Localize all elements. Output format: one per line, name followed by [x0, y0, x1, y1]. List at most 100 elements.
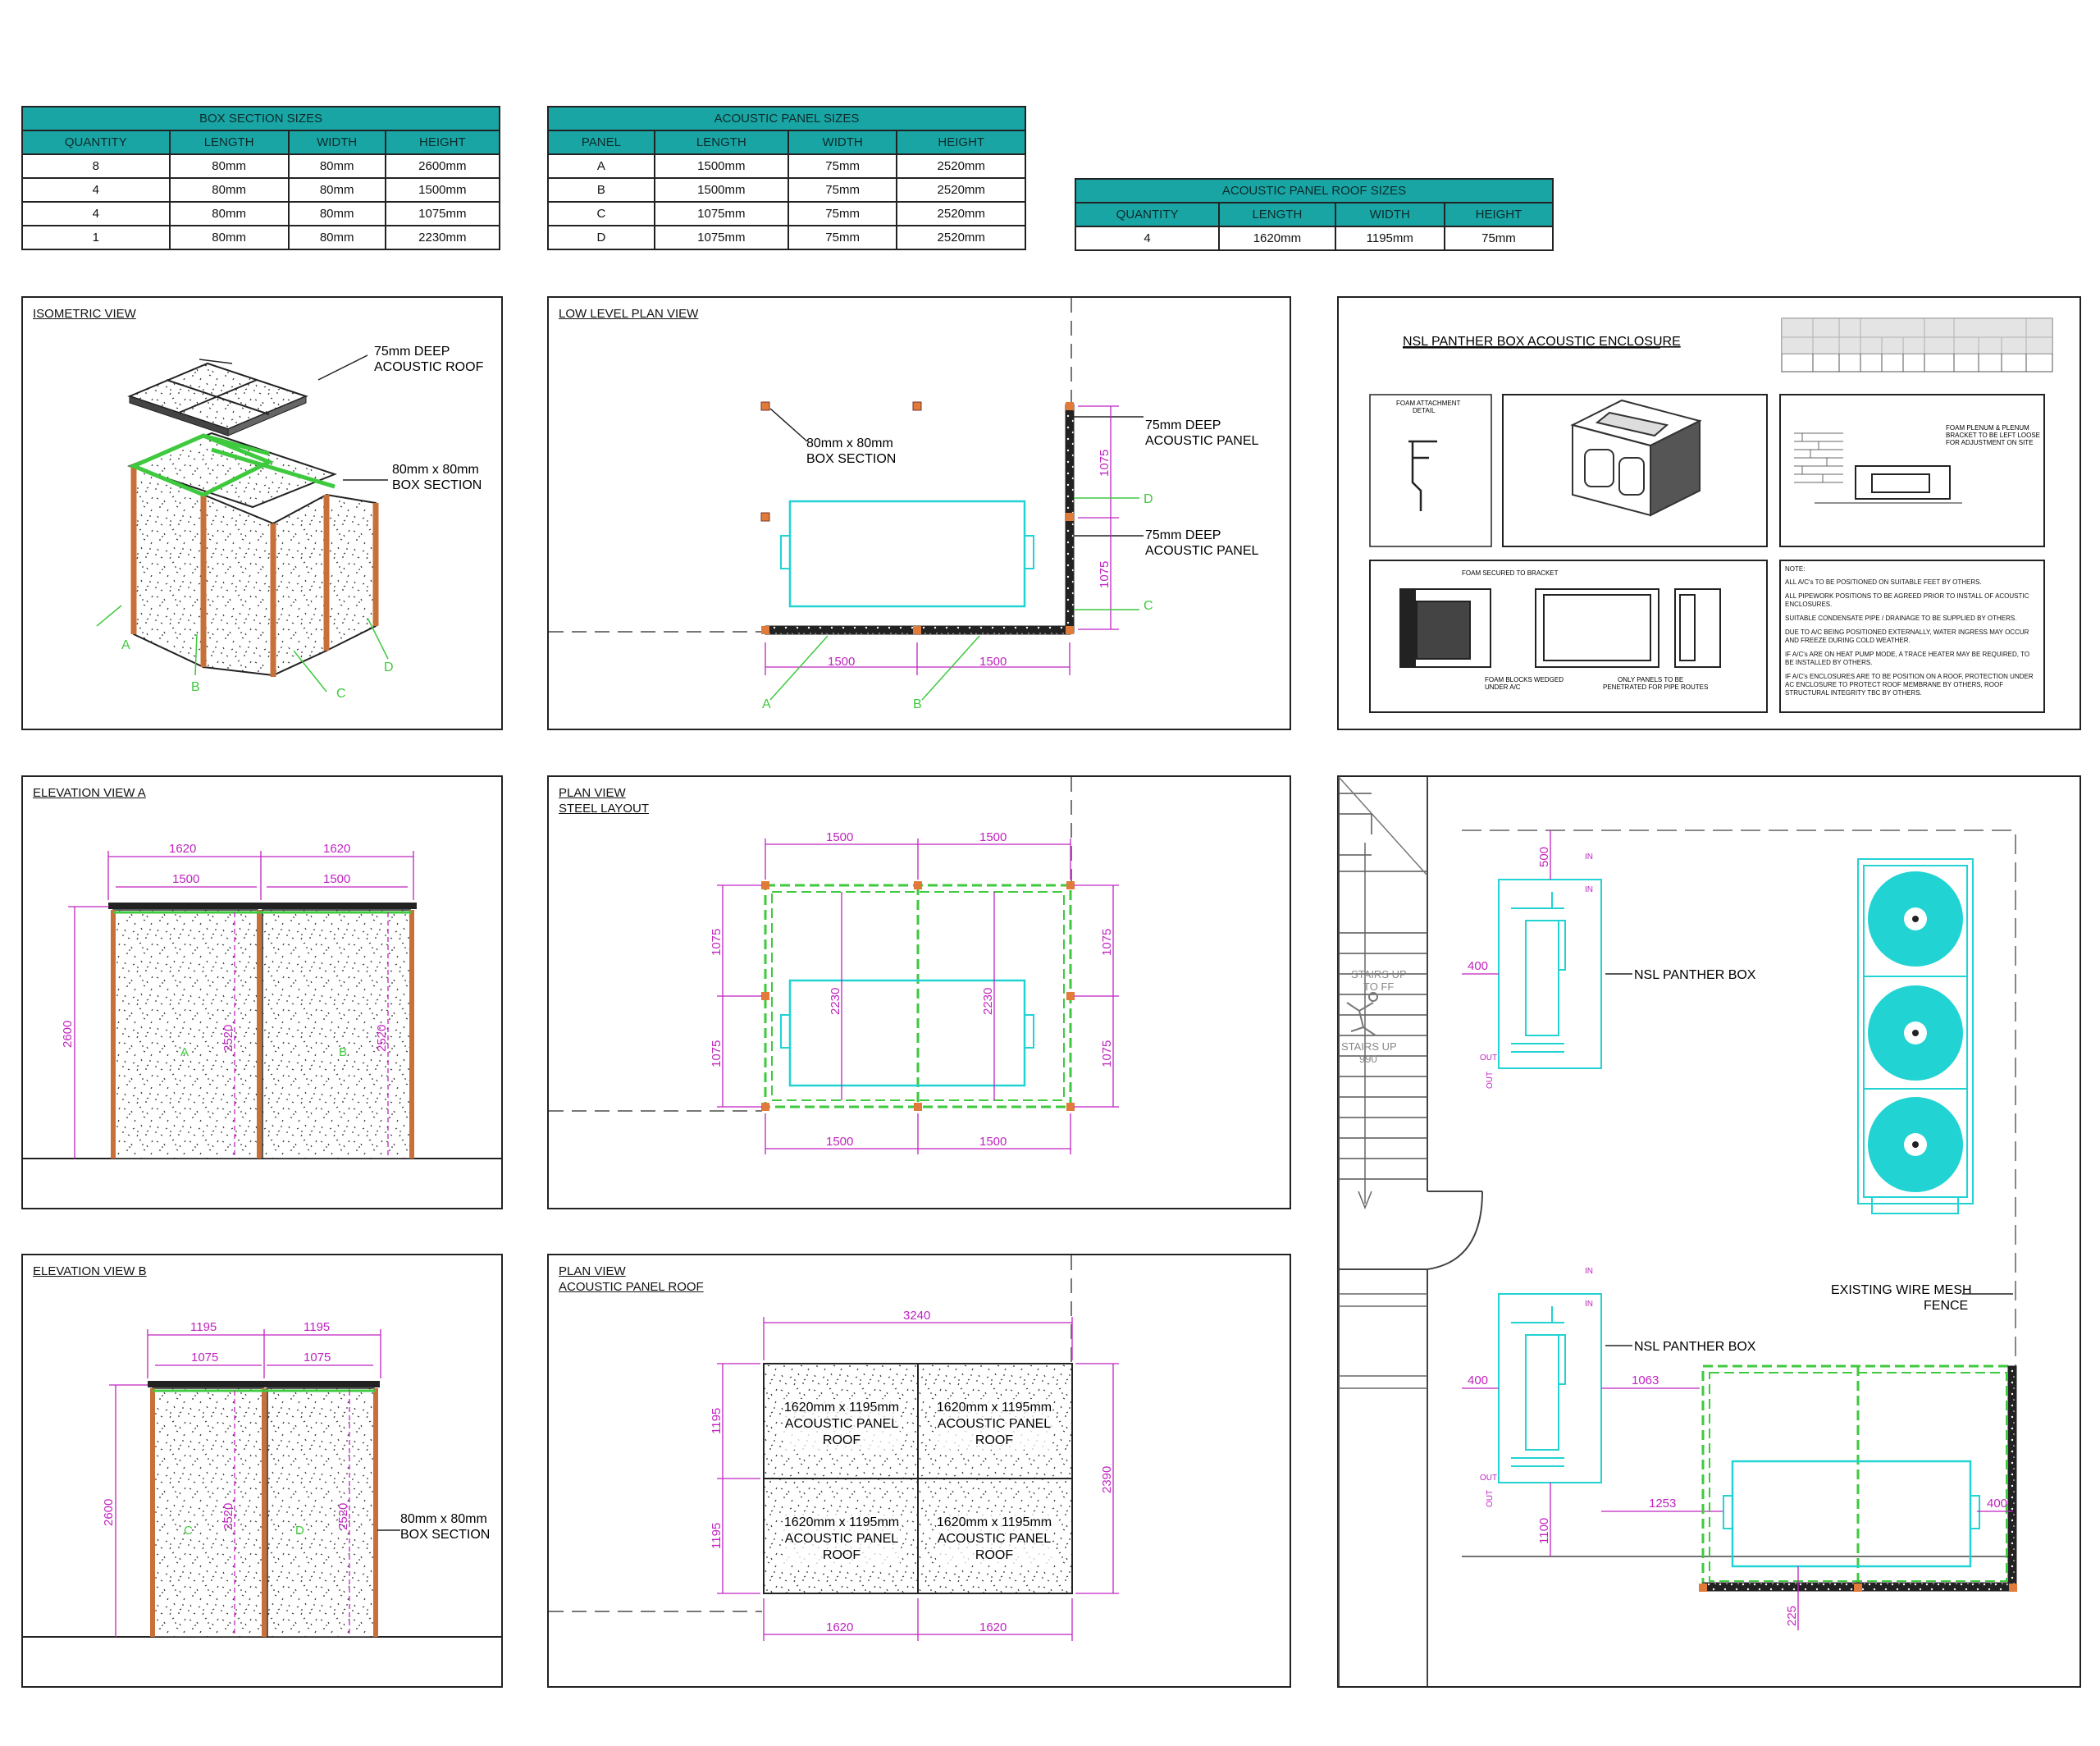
box-label-line1: 80mm x 80mm: [806, 436, 893, 450]
dim-label: 1075: [710, 929, 724, 956]
elevation-b-drawing: 1195 1195 1075 1075 2600 2520 2520 C D 8…: [23, 1320, 501, 1638]
in-label: IN: [1585, 885, 1593, 894]
table-title: ACOUSTIC PANEL ROOF SIZES: [1075, 178, 1554, 203]
enclosure-render-box: [1502, 394, 1768, 547]
roof-panel-label: 1620mm x 1195mm: [784, 1401, 899, 1415]
panel-label-line1: 75mm DEEP: [1145, 418, 1221, 432]
dim-label: 1500: [826, 1135, 853, 1149]
box-section-post: [912, 401, 922, 411]
roof-panel-label: ACOUSTIC PANEL: [785, 1417, 899, 1431]
dim-label: 2520: [221, 1025, 235, 1052]
dim-label: 500: [1537, 847, 1551, 867]
panel-title-line2: ACOUSTIC PANEL ROOF: [559, 1280, 704, 1294]
dim-label: 1075: [1100, 929, 1114, 956]
note-line: IF A/C's ENCLOSURES ARE TO BE POSITION O…: [1785, 673, 2034, 697]
dim-label: 1063: [1632, 1373, 1659, 1387]
table-header: QUANTITY LENGTH WIDTH HEIGHT: [21, 130, 501, 155]
site-plan-drawing: STAIRS UP TO FF STAIRS UP 990 NSL P: [1338, 776, 2017, 1686]
dim-label: 1500: [826, 830, 853, 844]
panel-b-face: [203, 493, 274, 677]
low-level-plan-panel: LOW LEVEL PLAN VIEW 80mm x 80mm BOX SECT…: [547, 296, 1291, 730]
brochure-title: NSL PANTHER BOX ACOUSTIC ENCLOSURE: [1403, 335, 1681, 349]
dim-label: 1500: [172, 872, 199, 886]
dim-label: 1075: [1098, 561, 1112, 588]
roof-panel-label: 1620mm x 1195mm: [784, 1515, 899, 1529]
only-panels-label: ONLY PANELS TO BE: [1618, 676, 1683, 683]
brochure-panel: NSL PANTHER BOX ACOUSTIC ENCLOSURE FOAM …: [1337, 296, 2081, 730]
roof-panel-label: 1620mm x 1195mm: [937, 1515, 1052, 1529]
dim-label: 1253: [1649, 1497, 1676, 1511]
dim-label: 1075: [191, 1351, 218, 1364]
panel-title: LOW LEVEL PLAN VIEW: [559, 307, 699, 321]
stairs-label: 990: [1359, 1053, 1377, 1065]
out-label: OUT: [1480, 1054, 1497, 1063]
foam-blocks-label: UNDER A/C: [1485, 683, 1521, 691]
note-line: ALL PIPEWORK POSITIONS TO BE AGREED PRIO…: [1785, 592, 2029, 608]
roof-panel-label: ACOUSTIC PANEL: [785, 1532, 899, 1546]
panel-letter: D: [295, 1524, 304, 1538]
dim-label: 2600: [102, 1499, 116, 1526]
note-line: IF A/C's ARE ON HEAT PUMP MODE, A TRACE …: [1785, 651, 2030, 666]
panther-box-1: [1498, 879, 1602, 1069]
roof-panel-label: ROOF: [975, 1433, 1013, 1447]
stairs-label: STAIRS UP: [1351, 968, 1407, 980]
dim-label: 2520: [221, 1503, 235, 1530]
foam-install-drawing: [1399, 588, 1721, 668]
dim-label: 400: [1987, 1497, 2007, 1511]
box-section-top-frame: [128, 433, 336, 497]
in-label: IN: [1585, 1267, 1593, 1276]
plenum-detail-box: [1779, 394, 2045, 547]
site-boundary: [1462, 830, 2016, 1556]
box-label-line2: BOX SECTION: [392, 478, 482, 492]
box-label-line1: 80mm x 80mm: [392, 463, 479, 477]
building-walls: [1338, 777, 1482, 1686]
roof-leader: [199, 359, 233, 364]
panel-letter: A: [180, 1045, 189, 1059]
table-title: ACOUSTIC PANEL SIZES: [547, 106, 1026, 131]
in-label: IN: [1585, 1300, 1593, 1309]
panel-c: [152, 1387, 264, 1638]
panel-a-face: [133, 464, 204, 669]
note-line: ALL A/C's TO BE POSITIONED ON SUITABLE F…: [1785, 578, 1982, 586]
panel-letter: C: [1144, 599, 1153, 613]
panel-title-line2: STEEL LAYOUT: [559, 802, 650, 816]
dim-label: 1500: [323, 872, 350, 886]
plan-steel-drawing: 1500 1500 1500 1500 1075 1075 1075 1075 …: [549, 777, 1119, 1154]
roof-slab: [148, 1381, 380, 1387]
enclosure-render: [1570, 399, 1702, 517]
panel-letter: D: [1144, 492, 1153, 506]
panel-letter: A: [121, 638, 130, 652]
stairs-label: STAIRS UP: [1341, 1040, 1397, 1053]
acoustic-panel-table: ACOUSTIC PANEL SIZES PANEL LENGTH WIDTH …: [547, 106, 1026, 250]
panel-title-line1: PLAN VIEW: [559, 786, 626, 800]
foam-detail-label: DETAIL: [1413, 407, 1436, 414]
dim-label: 1075: [1100, 1040, 1114, 1067]
roof-panel-label: ROOF: [823, 1433, 861, 1447]
note-line: SUITABLE CONDENSATE PIPE / DRAINAGE TO B…: [1785, 615, 2017, 622]
panel-letter: B: [913, 697, 922, 711]
dim-label: 1500: [979, 830, 1007, 844]
roof-panel-label: ACOUSTIC PANEL: [938, 1532, 1052, 1546]
nsl-label: NSL PANTHER BOX: [1634, 968, 1756, 982]
table-title: BOX SECTION SIZES: [21, 106, 500, 131]
dim-label: 2520: [336, 1503, 350, 1530]
dim-label: 1500: [979, 655, 1007, 669]
box-label-line2: BOX SECTION: [400, 1528, 490, 1542]
person-icon: [1346, 992, 1378, 1036]
nsl-label: NSL PANTHER BOX: [1634, 1340, 1756, 1354]
isometric-drawing: 75mm DEEP ACOUSTIC ROOF 80mm x 80mm BOX …: [96, 345, 484, 701]
dim-label: 1620: [323, 842, 350, 856]
dim-label: 1620: [169, 842, 196, 856]
table-header: QUANTITY LENGTH WIDTH HEIGHT: [1074, 202, 1554, 227]
box-label-line1: 80mm x 80mm: [400, 1512, 487, 1526]
note-line: NOTE:: [1785, 565, 1806, 573]
panel-d: [267, 1387, 375, 1638]
stairs-label: TO FF: [1363, 980, 1394, 993]
dim-label: 2390: [1100, 1466, 1114, 1493]
foam-detail-box: [1369, 394, 1492, 547]
panel-letter: B: [339, 1045, 347, 1059]
